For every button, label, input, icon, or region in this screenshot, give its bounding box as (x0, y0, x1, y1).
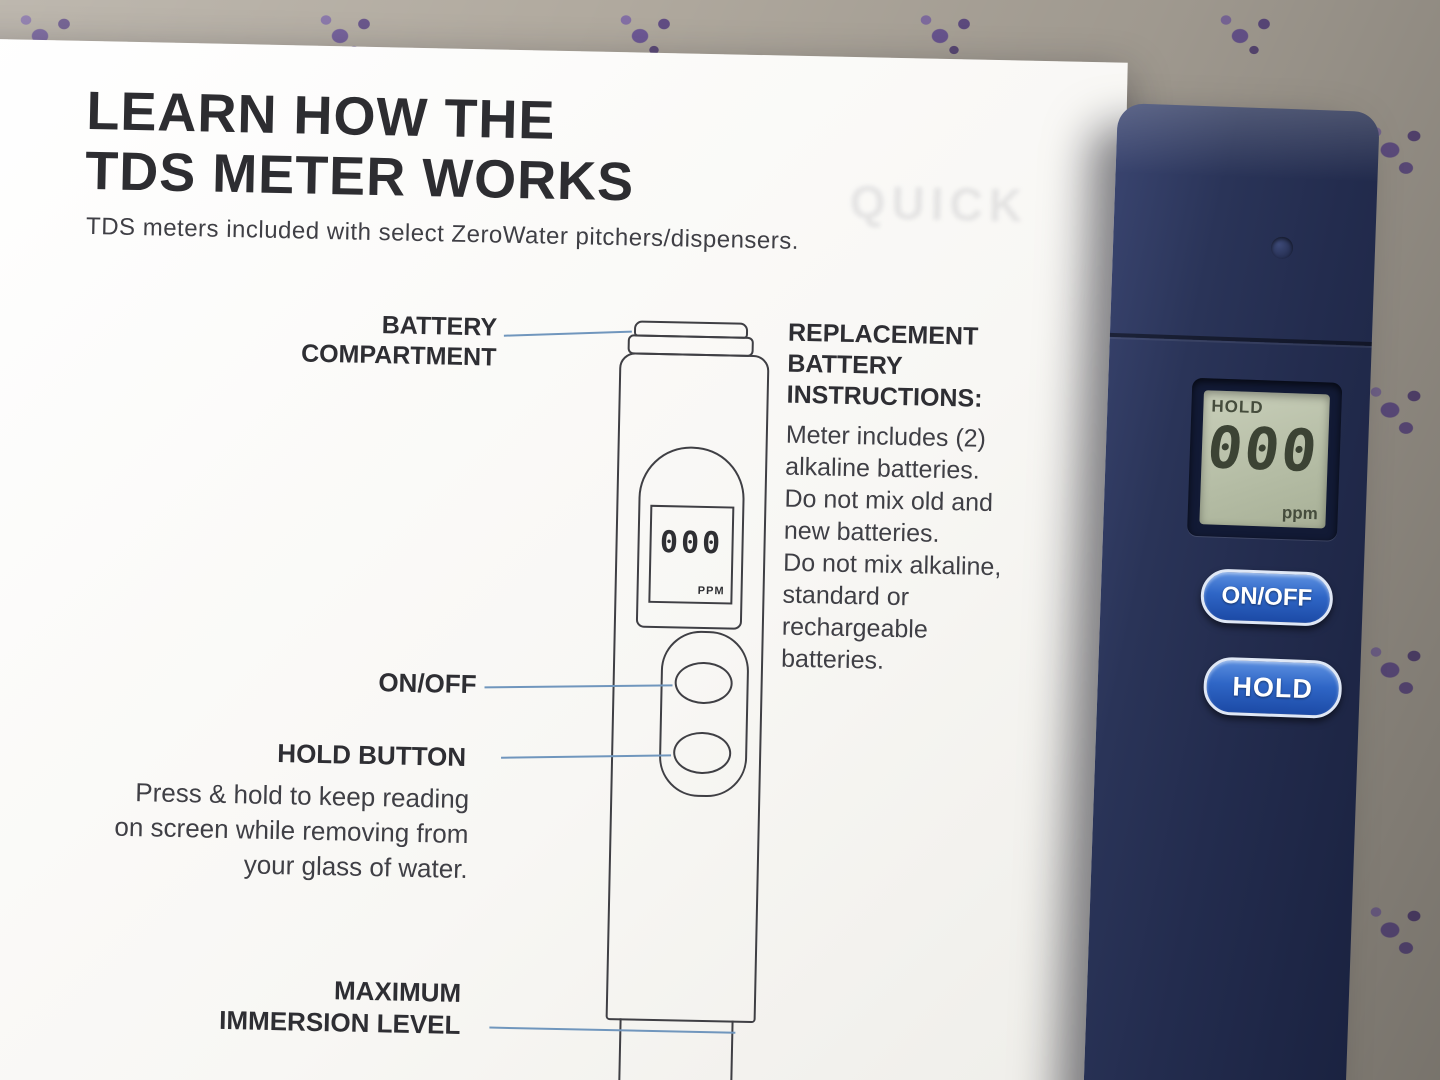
diagram-lcd-unit: PPM (697, 584, 725, 598)
leader-line-battery (503, 330, 632, 337)
device-lcd: HOLD 000 ppm (1186, 377, 1343, 541)
label-battery-line2: COMPARTMENT (300, 339, 497, 372)
device-lcd-unit: ppm (1281, 502, 1319, 524)
replacement-battery-section: REPLACEMENT BATTERY INSTRUCTIONS: Meter … (781, 318, 1028, 680)
show-through-text: QUICK (849, 175, 1029, 232)
page-title: LEARN HOW THE TDS METER WORKS (85, 81, 636, 212)
label-immersion-line2: IMMERSION LEVEL (218, 1004, 461, 1040)
label-maximum-immersion: MAXIMUM IMMERSION LEVEL (160, 971, 461, 1041)
device-lcd-value: 000 (1203, 413, 1323, 486)
diagram-lcd-value: 000 (659, 525, 724, 562)
manual-page: QUICK LEARN HOW THE TDS METER WORKS TDS … (0, 38, 1128, 1080)
device-cap-seam (1109, 332, 1372, 347)
replacement-heading: REPLACEMENT BATTERY INSTRUCTIONS: (786, 318, 983, 413)
device-lcd-screen: HOLD 000 ppm (1199, 390, 1330, 529)
label-battery-compartment: BATTERY COMPARTMENT (196, 306, 498, 372)
device-circle-detail (1270, 236, 1294, 260)
replacement-sentence-3: Do not mix alkaline, standard or recharg… (780, 548, 1002, 675)
page-title-line2: TDS METER WORKS (84, 140, 635, 213)
hold-button-description: Press & hold to keep reading on screen w… (114, 777, 470, 885)
diagram-probe-section (616, 1018, 734, 1080)
page-subtitle: TDS meters included with select ZeroWate… (85, 212, 800, 255)
device-onoff-button: ON/OFF (1199, 568, 1334, 627)
label-hold-button: HOLD BUTTON (277, 738, 467, 773)
replacement-sentence-2: Do not mix old and new batteries. (783, 484, 994, 548)
replacement-sentence-1: Meter includes (2) alkaline batteries. (784, 420, 987, 485)
tds-meter-device: HOLD 000 ppm ON/OFF HOLD (1082, 103, 1380, 1080)
diagram-lcd-display: 000 PPM (648, 504, 735, 605)
device-hold-button: HOLD (1202, 656, 1343, 720)
label-on-off: ON/OFF (378, 667, 477, 700)
